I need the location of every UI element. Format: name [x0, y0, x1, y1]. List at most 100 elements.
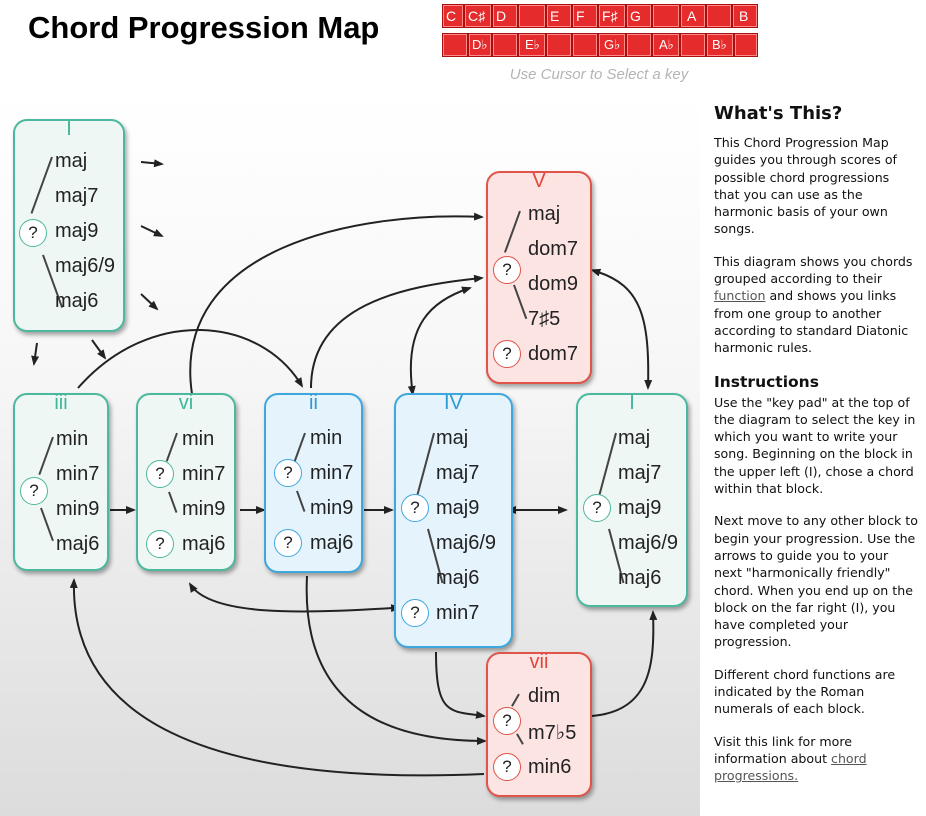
chord-min[interactable]: min: [56, 428, 89, 450]
chord-maj6[interactable]: maj6: [55, 290, 99, 312]
instructions-heading: Instructions: [714, 372, 819, 391]
chord-help-button[interactable]: ?: [19, 219, 47, 247]
chord-help-button[interactable]: ?: [20, 477, 48, 505]
key-e-flat[interactable]: E♭: [518, 33, 546, 57]
chord-min9[interactable]: min9: [56, 498, 100, 520]
key-blank-1[interactable]: [518, 4, 546, 28]
key-d[interactable]: D: [492, 4, 518, 28]
chord-min9[interactable]: min9: [182, 498, 226, 520]
chord-maj6-9[interactable]: maj6/9: [618, 532, 679, 554]
chord-help-button[interactable]: ?: [493, 753, 521, 781]
chord-min7[interactable]: min7: [436, 602, 480, 624]
chord-maj9[interactable]: maj9: [618, 497, 662, 519]
key-g[interactable]: G: [626, 4, 652, 28]
key-a[interactable]: A: [680, 4, 706, 28]
chord-min6[interactable]: min6: [528, 756, 572, 778]
key-blank-7[interactable]: [572, 33, 598, 57]
chord-maj[interactable]: maj: [436, 427, 469, 449]
block-numeral: iii: [54, 392, 68, 414]
arrow-iv-vii: [435, 651, 486, 719]
connector-line: [38, 436, 54, 475]
chord-min9[interactable]: min9: [310, 497, 354, 519]
arrow-i-1: [140, 159, 164, 168]
instructions-step-1: Use the "key pad" at the top of the diag…: [714, 394, 916, 497]
arrow-i-2: [140, 225, 164, 237]
key-a-flat[interactable]: A♭: [652, 33, 680, 57]
chord-min7[interactable]: min7: [182, 463, 226, 485]
chord-maj[interactable]: maj: [55, 150, 88, 172]
function-link[interactable]: function: [714, 288, 766, 304]
key-c[interactable]: C: [442, 4, 464, 28]
chord-maj7[interactable]: maj7: [55, 185, 99, 207]
key-blank-6[interactable]: [546, 33, 572, 57]
key-f-sharp[interactable]: F♯: [598, 4, 626, 28]
more-info: Visit this link for more information abo…: [714, 733, 918, 785]
key-g-flat[interactable]: G♭: [598, 33, 626, 57]
connector-line: [30, 156, 53, 214]
chord-maj9[interactable]: maj9: [436, 497, 480, 519]
chord-maj7[interactable]: maj7: [436, 462, 480, 484]
chord-maj6[interactable]: maj6: [310, 532, 354, 554]
chord-min7[interactable]: min7: [310, 462, 354, 484]
chord-help-button[interactable]: ?: [493, 340, 521, 368]
chord-dim[interactable]: dim: [528, 685, 561, 707]
arrow-iv-v: [407, 286, 472, 396]
chord-maj7[interactable]: maj7: [618, 462, 662, 484]
key-d-flat[interactable]: D♭: [468, 33, 492, 57]
chord-help-button[interactable]: ?: [146, 530, 174, 558]
arrow-iv-vi: [188, 582, 401, 613]
key-blank-4[interactable]: [442, 33, 468, 57]
instructions-step-2: Next move to any other block to begin yo…: [714, 513, 918, 650]
key-blank-9[interactable]: [680, 33, 706, 57]
arrow-vii-iii: [69, 578, 485, 777]
key-c-sharp[interactable]: C♯: [464, 4, 492, 28]
key-e[interactable]: E: [546, 4, 572, 28]
progression-diagram: I maj maj7 ? maj9 maj6/9 maj6 iii min mi…: [0, 96, 700, 816]
chord-dom7[interactable]: dom7: [528, 238, 579, 260]
connector-line: [293, 432, 306, 462]
chord-help-button[interactable]: ?: [146, 460, 174, 488]
connector-line: [40, 507, 54, 542]
chord-min7[interactable]: min7: [56, 463, 100, 485]
key-blank-3[interactable]: [706, 4, 732, 28]
block-iv: IV maj maj7 ? maj9 maj6/9 maj6 ? min7: [394, 392, 513, 648]
chord-maj6[interactable]: maj6: [182, 533, 226, 555]
key-blank-8[interactable]: [626, 33, 652, 57]
info-sidebar: What's This? This Chord Progression Map …: [714, 102, 918, 800]
chord-maj6[interactable]: maj6: [436, 567, 480, 589]
chord-dom9[interactable]: dom9: [528, 273, 579, 295]
chord-maj6-9[interactable]: maj6/9: [436, 532, 497, 554]
chord-m7-flat-5[interactable]: m7♭5: [528, 722, 577, 744]
chord-maj[interactable]: maj: [528, 203, 561, 225]
chord-maj6[interactable]: maj6: [618, 567, 662, 589]
key-b-flat[interactable]: B♭: [706, 33, 734, 57]
block-vii: vii dim ? m7♭5 ? min6: [486, 651, 592, 797]
chord-maj[interactable]: maj: [618, 427, 651, 449]
chord-help-button[interactable]: ?: [493, 707, 521, 735]
block-i-end: I maj maj7 ? maj9 maj6/9 maj6: [576, 392, 688, 607]
chord-min[interactable]: min: [310, 427, 343, 449]
chord-help-button[interactable]: ?: [401, 599, 429, 627]
connector-line: [597, 432, 617, 497]
key-blank-2[interactable]: [652, 4, 680, 28]
key-blank-5[interactable]: [492, 33, 518, 57]
key-blank-10[interactable]: [734, 33, 758, 57]
block-numeral: vii: [529, 651, 549, 673]
chord-help-button[interactable]: ?: [583, 494, 611, 522]
chord-maj9[interactable]: maj9: [55, 220, 99, 242]
connector-line: [516, 733, 524, 745]
chord-maj6-9[interactable]: maj6/9: [55, 255, 116, 277]
instructions-step-3: Different chord functions are indicated …: [714, 666, 896, 717]
chord-help-button[interactable]: ?: [493, 256, 521, 284]
chord-progressions-link[interactable]: chord progressions.: [714, 750, 867, 784]
chord-maj6[interactable]: maj6: [56, 533, 100, 555]
key-b[interactable]: B: [732, 4, 758, 28]
chord-7-sharp-5[interactable]: 7♯5: [528, 308, 561, 330]
chord-help-button[interactable]: ?: [274, 529, 302, 557]
chord-min[interactable]: min: [182, 428, 215, 450]
chord-dom7-alt[interactable]: dom7: [528, 343, 579, 365]
chord-help-button[interactable]: ?: [401, 494, 429, 522]
chord-help-button[interactable]: ?: [274, 459, 302, 487]
key-f[interactable]: F: [572, 4, 598, 28]
arrow-i-3: [140, 293, 159, 311]
